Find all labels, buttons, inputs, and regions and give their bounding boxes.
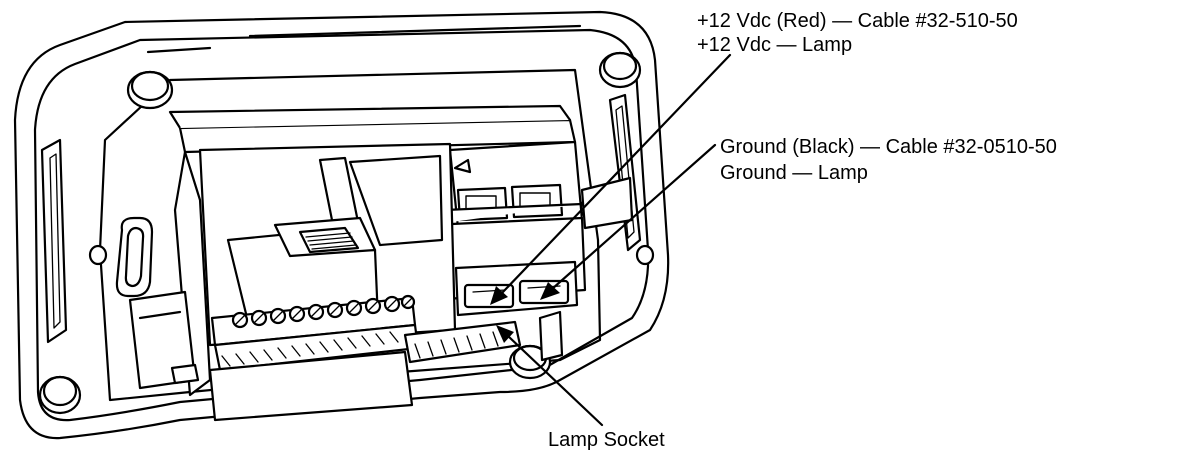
lamp-socket-area [403, 320, 522, 364]
flat-tab [208, 350, 414, 422]
socket-leader [506, 334, 604, 427]
side-slots [40, 24, 642, 344]
rear-wall [168, 104, 577, 397]
right-tab [538, 176, 634, 362]
label-ground-lamp: Ground — Lamp [720, 162, 868, 184]
left-clip [128, 290, 200, 390]
socket-arrowhead [496, 325, 514, 343]
pos-arrowhead [490, 286, 508, 305]
gnd-leader [550, 143, 717, 291]
terminal-housing [428, 140, 587, 317]
label-ground-cable: Ground (Black) — Cable #32-0510-50 [720, 136, 1057, 158]
screw-terminal-strip [210, 294, 420, 372]
label-positive-lamp: +12 Vdc — Lamp [697, 34, 853, 56]
corner-bosses [38, 51, 655, 415]
leader-lines [490, 53, 732, 427]
label-lamp-socket: Lamp Socket [548, 429, 665, 451]
label-positive-cable: +12 Vdc (Red) — Cable #32-510-50 [697, 10, 1018, 32]
gnd-arrowhead [540, 282, 560, 300]
pos-leader [500, 53, 732, 295]
mounting-slot [115, 216, 154, 298]
